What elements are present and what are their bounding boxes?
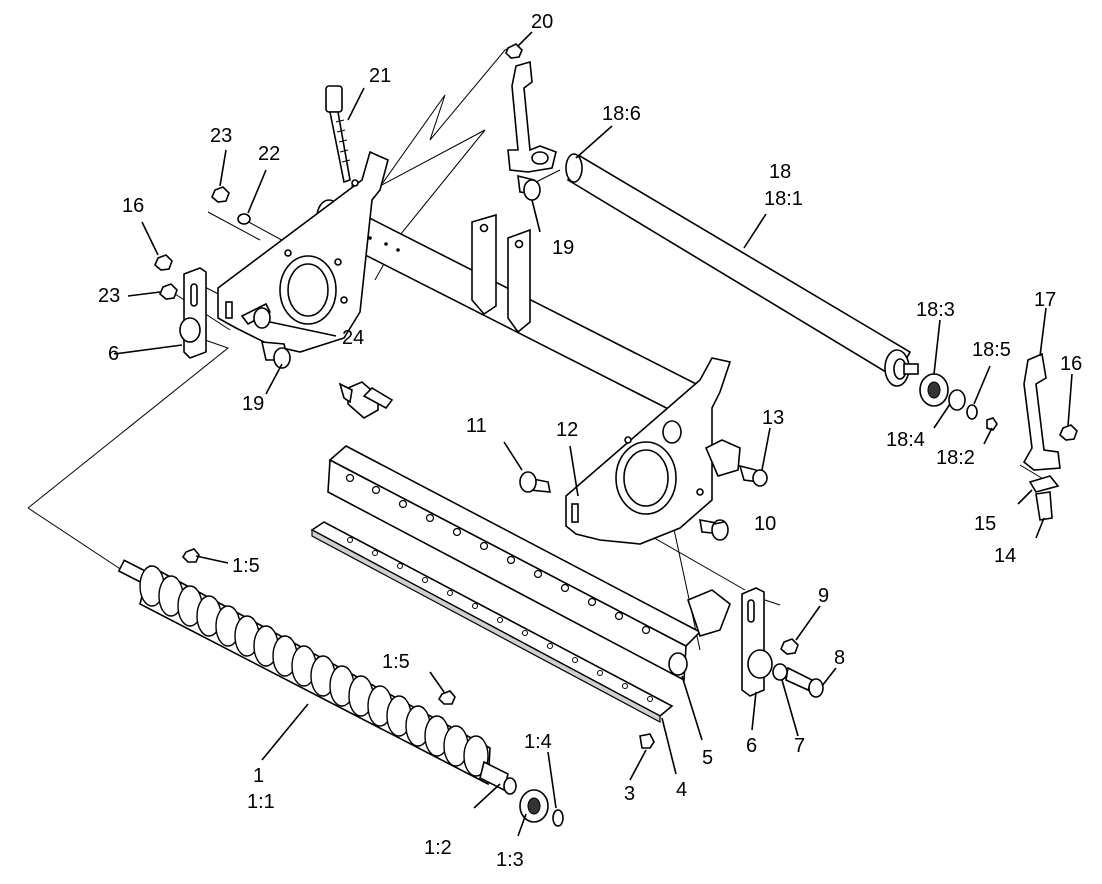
right-bracket (741, 587, 824, 698)
callout-23: 23 (210, 125, 232, 147)
callout-1-3: 1:3 (496, 849, 524, 871)
callout-15: 15 (974, 513, 996, 535)
callout-11: 11 (466, 415, 487, 437)
leader-lines (113, 31, 1073, 837)
callout-1-5: 1:5 (382, 651, 410, 673)
roller (565, 153, 998, 431)
callout-1-2: 1:2 (424, 837, 452, 859)
blade-holes (347, 537, 653, 702)
callout-9: 9 (818, 585, 829, 607)
left-side-plate (217, 150, 389, 353)
callout-10: 10 (754, 513, 776, 535)
callout-24: 24 (342, 327, 364, 349)
callout-5: 5 (702, 747, 713, 769)
right-side-plate (519, 357, 768, 545)
callout-13: 13 (762, 407, 784, 429)
scraper-bar-holes (345, 473, 651, 635)
callout-7: 7 (794, 735, 805, 757)
vertical-lugs (471, 213, 531, 334)
callout-1: 1 (253, 765, 264, 787)
spiral-coils (139, 565, 489, 777)
callout-3: 3 (624, 783, 635, 805)
callout-18-2: 18:2 (936, 447, 975, 469)
callout-18: 18 (769, 161, 791, 183)
upper-scraper-arm (505, 43, 557, 201)
callout-6: 6 (746, 735, 757, 757)
scraper-bar (310, 381, 731, 749)
callout-8: 8 (834, 647, 845, 669)
callout-22: 22 (258, 143, 280, 165)
callout-23: 23 (98, 285, 120, 307)
callout-16: 16 (122, 195, 144, 217)
callout-17: 17 (1034, 289, 1056, 311)
callout-21: 21 (369, 65, 391, 87)
callout-19: 19 (242, 393, 264, 415)
callout-4: 4 (676, 779, 687, 801)
right-scraper-arm (1022, 352, 1078, 521)
callout-19: 19 (552, 237, 574, 259)
callout-18-3: 18:3 (916, 299, 955, 321)
callout-18-6: 18:6 (602, 103, 641, 125)
upper-left-hardware (154, 85, 351, 369)
callout-18-4: 18:4 (886, 429, 925, 451)
callout-1-4: 1:4 (524, 731, 552, 753)
callout-16: 16 (1060, 353, 1082, 375)
left-bracket (179, 267, 207, 359)
callout-12: 12 (556, 419, 578, 441)
callout-20: 20 (531, 11, 553, 33)
crank-rod (338, 382, 394, 410)
callout-18-5: 18:5 (972, 339, 1011, 361)
callout-labels: 20 21 23 22 16 23 6 24 19 19 18:6 18 18:… (98, 11, 1082, 871)
callout-18-1: 18:1 (764, 188, 803, 210)
callout-1-1: 1:1 (247, 791, 275, 813)
callout-14: 14 (994, 545, 1016, 567)
spiral-roller (117, 548, 564, 827)
callout-1-5: 1:5 (232, 555, 260, 577)
callout-6: 6 (108, 343, 119, 365)
